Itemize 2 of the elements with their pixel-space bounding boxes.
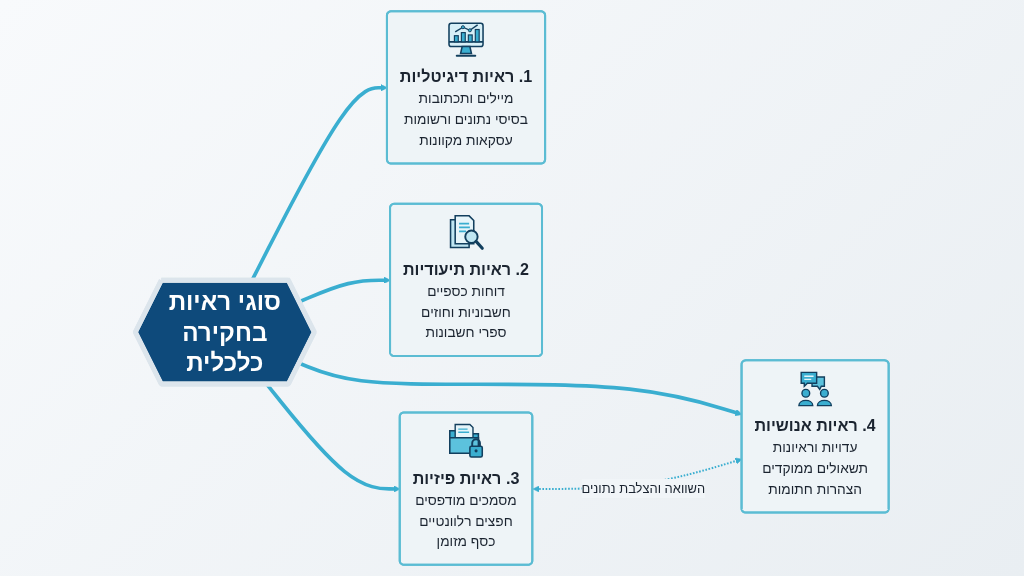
edge-label: השוואה והצלבת נתונים [581, 481, 706, 496]
arrow [298, 276, 391, 304]
